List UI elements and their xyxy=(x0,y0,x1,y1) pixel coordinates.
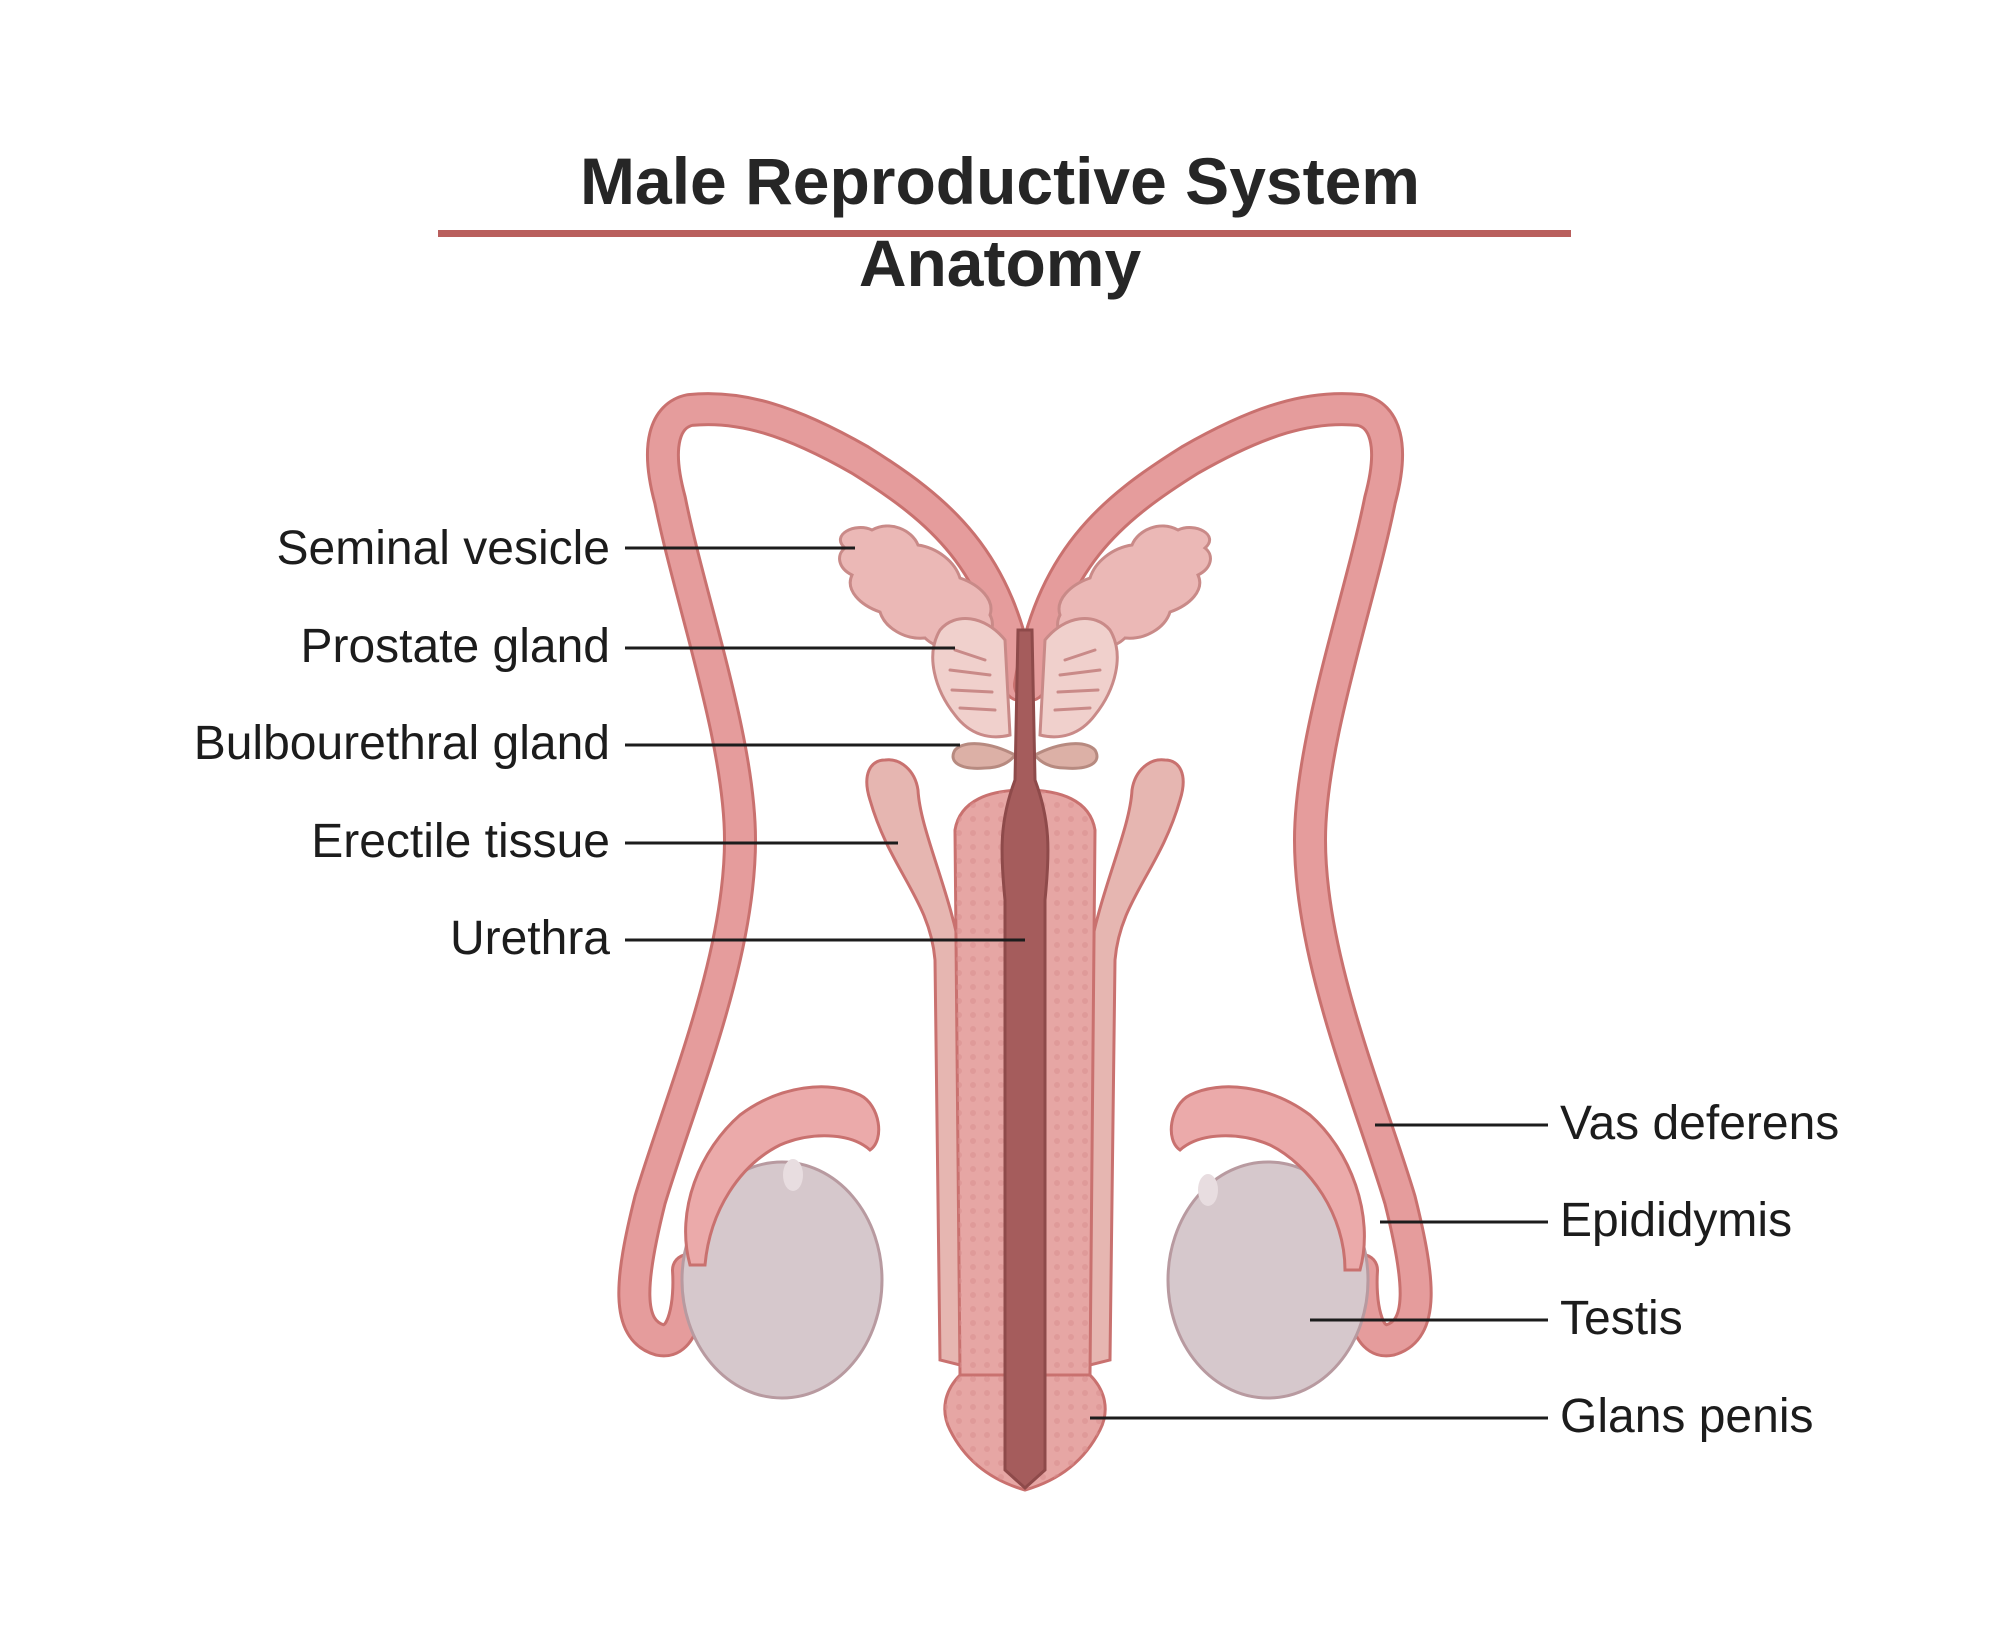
prostate-gland-right xyxy=(1038,617,1119,739)
label-testis: Testis xyxy=(1560,1292,1683,1345)
label-prostate-gland: Prostate gland xyxy=(300,620,610,673)
prostate-texture xyxy=(948,648,1102,712)
label-urethra: Urethra xyxy=(449,912,610,965)
label-seminal-vesicle: Seminal vesicle xyxy=(276,522,610,575)
title-underline xyxy=(438,230,1571,237)
epididymis-left xyxy=(684,1085,881,1267)
urethra-tube xyxy=(1000,628,1050,1491)
title-line-2: Anatomy xyxy=(858,226,1142,300)
erectile-tissue-left xyxy=(865,758,964,1367)
testis-right-highlight xyxy=(1198,1174,1218,1206)
bulbourethral-gland-right xyxy=(1032,742,1099,770)
label-bulbourethral-gland: Bulbourethral gland xyxy=(193,717,610,770)
label-vas-deferens: Vas deferens xyxy=(1560,1097,1840,1150)
bulbourethral-gland-left xyxy=(951,742,1018,770)
title-line-1: Male Reproductive System xyxy=(580,144,1420,218)
label-glans-penis: Glans penis xyxy=(1560,1390,1814,1443)
epididymis-right xyxy=(1169,1085,1366,1272)
leader-lines xyxy=(625,546,1548,1420)
label-epididymis: Epididymis xyxy=(1560,1194,1793,1247)
erectile-tissue-right xyxy=(1086,758,1185,1367)
testis-left xyxy=(680,1160,884,1400)
testis-left-highlight xyxy=(783,1159,803,1191)
label-erectile-tissue: Erectile tissue xyxy=(311,815,610,868)
prostate-gland-left xyxy=(931,617,1012,739)
testis-right xyxy=(1166,1160,1370,1400)
